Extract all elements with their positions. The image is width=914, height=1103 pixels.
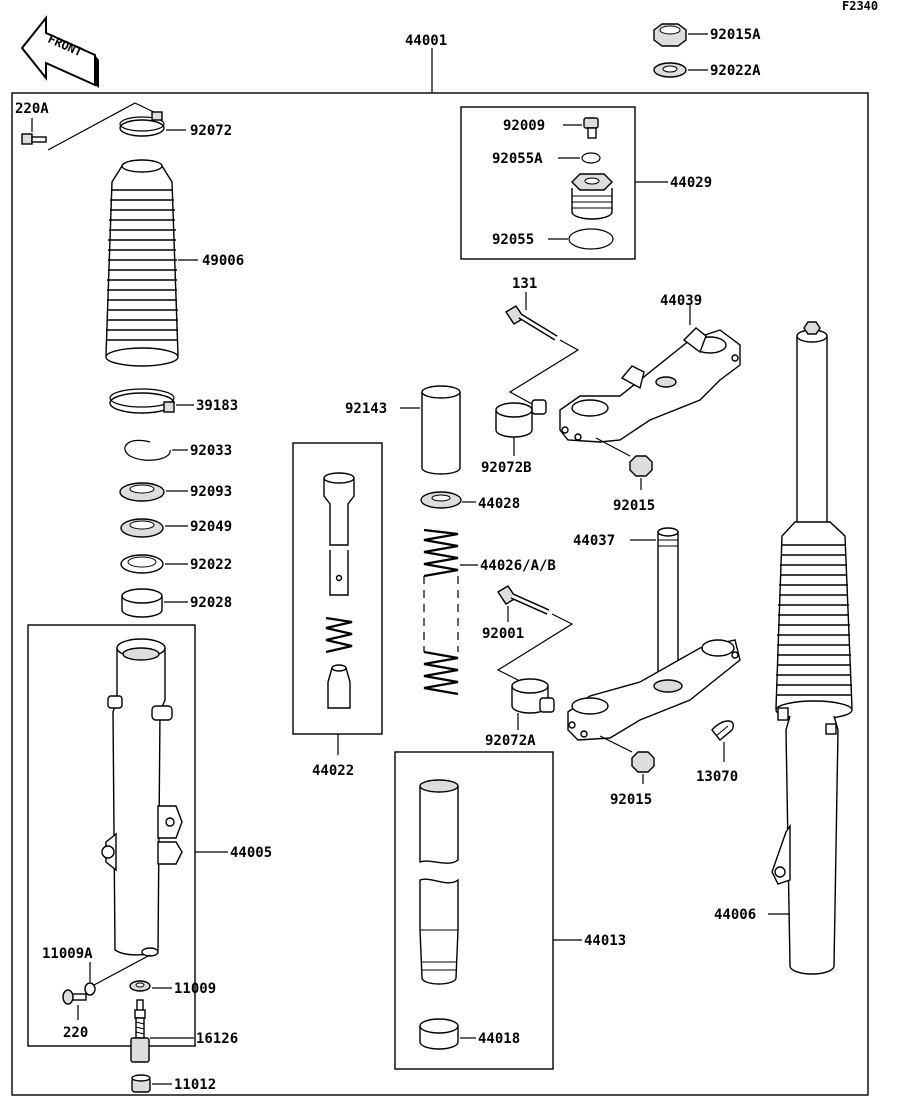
fork-assembly-44006 (771, 321, 853, 975)
label-44006: 44006 (714, 907, 756, 923)
washer-92022 (120, 554, 164, 574)
inner-tube-frame (394, 751, 554, 1070)
clamp-92072 (119, 111, 165, 137)
label-92001: 92001 (482, 626, 524, 642)
nut-92015-upper (629, 455, 653, 477)
label-92143: 92143 (345, 401, 387, 417)
bushing-92028 (121, 588, 163, 618)
outer-tube-44005 (101, 638, 183, 957)
label-92015A: 92015A (710, 27, 761, 43)
label-44018: 44018 (478, 1031, 520, 1047)
label-92015-upper: 92015 (613, 498, 655, 514)
bolt-92001 (497, 585, 550, 615)
bolt-131 (505, 305, 558, 341)
washer-11009A (84, 982, 96, 996)
label-11012: 11012 (174, 1077, 216, 1093)
clamp-39183 (109, 388, 175, 414)
diagram-code: F2340 (842, 0, 878, 13)
oring-92055A (581, 152, 601, 164)
valve-16126 (130, 999, 150, 1063)
label-13070: 13070 (696, 769, 738, 785)
label-44001: 44001 (405, 33, 447, 49)
collar-92143 (421, 385, 461, 475)
nut-92015A (653, 23, 687, 47)
front-arrow-icon: FRONT (20, 15, 99, 88)
cap-bolt-44029 (571, 173, 613, 220)
cap-assy-frame (460, 106, 636, 260)
seal-92049 (120, 518, 164, 538)
label-92022: 92022 (190, 557, 232, 573)
pin-13070 (711, 720, 734, 741)
oring-92055 (568, 228, 614, 250)
label-92072B: 92072B (481, 460, 532, 476)
upper-bracket-44039 (559, 327, 741, 443)
gasket-11009 (129, 980, 151, 992)
outer-tube-frame (27, 624, 196, 1047)
clamp-92072A (511, 678, 555, 714)
label-11009: 11009 (174, 981, 216, 997)
bolt-220 (62, 989, 87, 1005)
label-16126: 16126 (196, 1031, 238, 1047)
label-220: 220 (63, 1025, 88, 1041)
label-92093: 92093 (190, 484, 232, 500)
label-92072A: 92072A (485, 733, 536, 749)
label-92033: 92033 (190, 443, 232, 459)
steering-stem-44037 (567, 527, 741, 741)
washer-92022A (653, 62, 687, 78)
label-44026: 44026/A/B (480, 558, 556, 574)
label-39183: 39183 (196, 398, 238, 414)
label-44028: 44028 (478, 496, 520, 512)
seal-92093 (119, 482, 165, 502)
label-44037: 44037 (573, 533, 615, 549)
label-92009: 92009 (503, 118, 545, 134)
label-92055A: 92055A (492, 151, 543, 167)
screw-92009 (583, 117, 599, 139)
label-92028: 92028 (190, 595, 232, 611)
damper-rod-44022 (323, 472, 355, 709)
label-92055: 92055 (492, 232, 534, 248)
spring-seat-44028 (420, 491, 462, 509)
label-44022: 44022 (312, 763, 354, 779)
label-44013: 44013 (584, 933, 626, 949)
label-92049: 92049 (190, 519, 232, 535)
clamp-92072B (495, 399, 547, 438)
inner-tube-44013 (419, 779, 459, 985)
cap-11012 (131, 1074, 151, 1093)
label-44005: 44005 (230, 845, 272, 861)
circlip-92033 (124, 439, 171, 461)
nut-92015-lower (631, 751, 655, 773)
bushing-44018 (419, 1018, 459, 1050)
label-131: 131 (512, 276, 537, 292)
label-44029: 44029 (670, 175, 712, 191)
label-44039: 44039 (660, 293, 702, 309)
screw-220A (21, 133, 47, 145)
label-92022A: 92022A (710, 63, 761, 79)
assembly-frame (11, 92, 869, 1096)
label-92072: 92072 (190, 123, 232, 139)
fork-boot-49006 (105, 159, 179, 367)
fork-spring-44026 (423, 528, 459, 696)
label-49006: 49006 (202, 253, 244, 269)
label-11009A: 11009A (42, 946, 93, 962)
label-92015-lower: 92015 (610, 792, 652, 808)
label-220A: 220A (15, 101, 49, 117)
